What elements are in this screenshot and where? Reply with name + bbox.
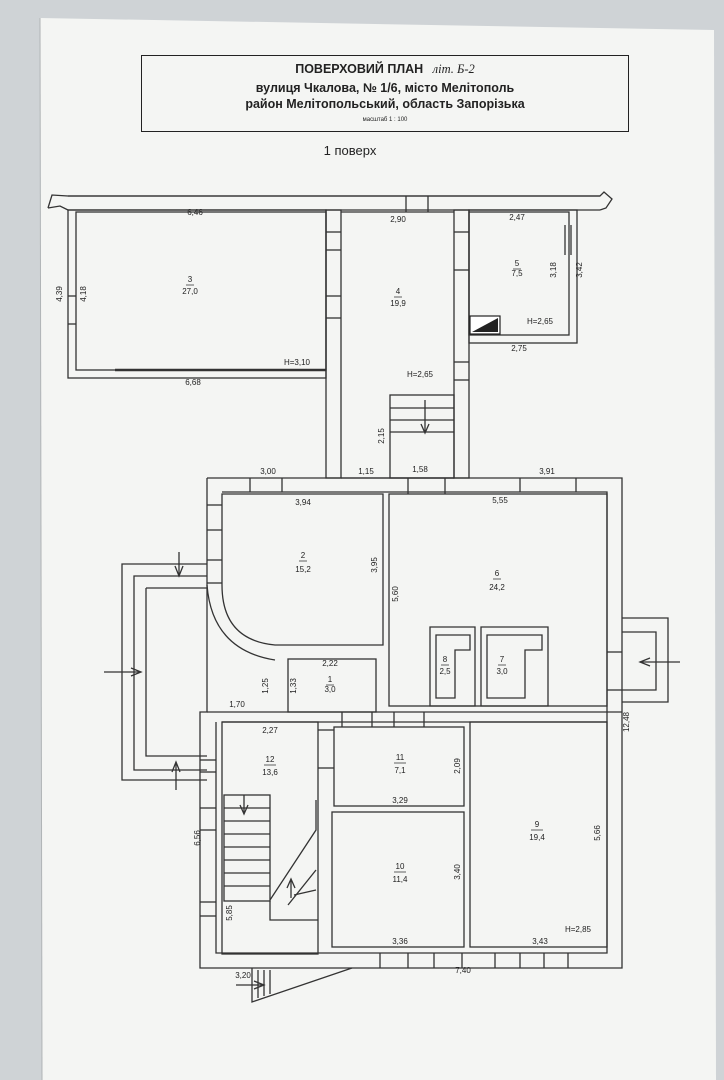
address-line-1: вулиця Чкалова, № 1/6, місто Мелітополь [255, 81, 515, 95]
dimension-label: H=3,10 [284, 358, 311, 367]
dimension-label: 2,90 [390, 215, 406, 224]
room-area: 11,4 [393, 875, 409, 884]
room-number-underlines [186, 268, 543, 873]
floor-label: 1 поверх [323, 143, 377, 158]
dimension-label: 5,85 [225, 905, 234, 921]
dimension-label: 2,15 [377, 428, 386, 444]
room-number: 4 [396, 287, 401, 296]
room-area: 13,6 [262, 768, 278, 777]
dimension-label: 2,09 [453, 758, 462, 774]
dimension-label: 5,60 [391, 586, 400, 602]
room-area: 24,2 [489, 583, 505, 592]
dimension-label: 3,42 [575, 262, 584, 278]
room-area: 15,2 [295, 565, 311, 574]
dimension-label: H=2,65 [527, 317, 554, 326]
address-line-2: район Мелітопольський, область Запорізьк… [245, 97, 525, 111]
room-area: 19,9 [390, 299, 406, 308]
dimension-label: 3,95 [370, 557, 379, 573]
room-area: 3,0 [324, 685, 336, 694]
boiler-fill [472, 318, 498, 332]
dimension-label: 3,43 [532, 937, 548, 946]
paper [40, 18, 716, 1080]
dimension-label: 7,40 [455, 966, 471, 975]
dimension-label: 2,27 [262, 726, 278, 735]
dimension-label: 1,58 [412, 465, 428, 474]
room-area: 7,5 [511, 269, 523, 278]
dimension-label: 12,48 [622, 711, 631, 732]
dimension-label: 1,70 [229, 700, 245, 709]
walls [47, 191, 680, 1003]
room-number: 9 [535, 820, 540, 829]
room-number: 8 [443, 655, 448, 664]
dimension-label: 1,25 [261, 678, 270, 694]
room-number: 5 [515, 259, 520, 268]
room-area: 19,4 [529, 833, 545, 842]
dimension-label: 4,18 [79, 286, 88, 302]
dimension-label: 6,68 [185, 378, 201, 387]
dimension-label: 3,91 [539, 467, 555, 476]
dimension-label: 2,47 [509, 213, 525, 222]
dimension-label: 6,46 [187, 208, 203, 217]
dimension-label: 3,00 [260, 467, 276, 476]
dimension-label: 3,29 [392, 796, 408, 805]
room-number: 10 [396, 862, 405, 871]
dimension-label: 2,22 [322, 659, 338, 668]
room-number: 1 [328, 675, 333, 684]
dimension-label: 3,40 [453, 864, 462, 880]
room-area: 2,5 [439, 667, 451, 676]
room-area: 3,0 [496, 667, 508, 676]
room-area: 7,1 [394, 766, 406, 775]
room-number: 12 [266, 755, 275, 764]
plan-title: ПОВЕРХОВИЙ ПЛАН [295, 62, 424, 76]
dimension-label: 1,15 [358, 467, 374, 476]
dimension-label: H=2,85 [565, 925, 592, 934]
room-area: 27,0 [182, 287, 198, 296]
dimension-label: 6,56 [193, 830, 202, 846]
dimension-label: 5,55 [492, 496, 508, 505]
room-number: 3 [188, 275, 193, 284]
room-number: 6 [495, 569, 500, 578]
dimension-label: H=2,65 [407, 370, 434, 379]
dimension-label: 3,94 [295, 498, 311, 507]
dimension-label: 4,39 [55, 286, 64, 302]
plan-title-row: ПОВЕРХОВИЙ ПЛАН літ. Б-2 [142, 62, 628, 77]
dimension-label: 3,36 [392, 937, 408, 946]
room-number: 11 [396, 753, 405, 762]
plan-lit: літ. Б-2 [432, 62, 475, 76]
dimension-label: 3,18 [549, 262, 558, 278]
scale-label: масштаб 1 : 100 [362, 117, 408, 123]
room-number: 2 [301, 551, 306, 560]
dimension-label: 1,33 [289, 678, 298, 694]
room-number: 7 [500, 655, 505, 664]
dimension-label: 3,20 [235, 971, 251, 980]
title-block: ПОВЕРХОВИЙ ПЛАН літ. Б-2 вулиця Чкалова,… [141, 55, 629, 132]
dimension-label: 5,66 [593, 825, 602, 841]
dimension-label: 2,75 [511, 344, 527, 353]
